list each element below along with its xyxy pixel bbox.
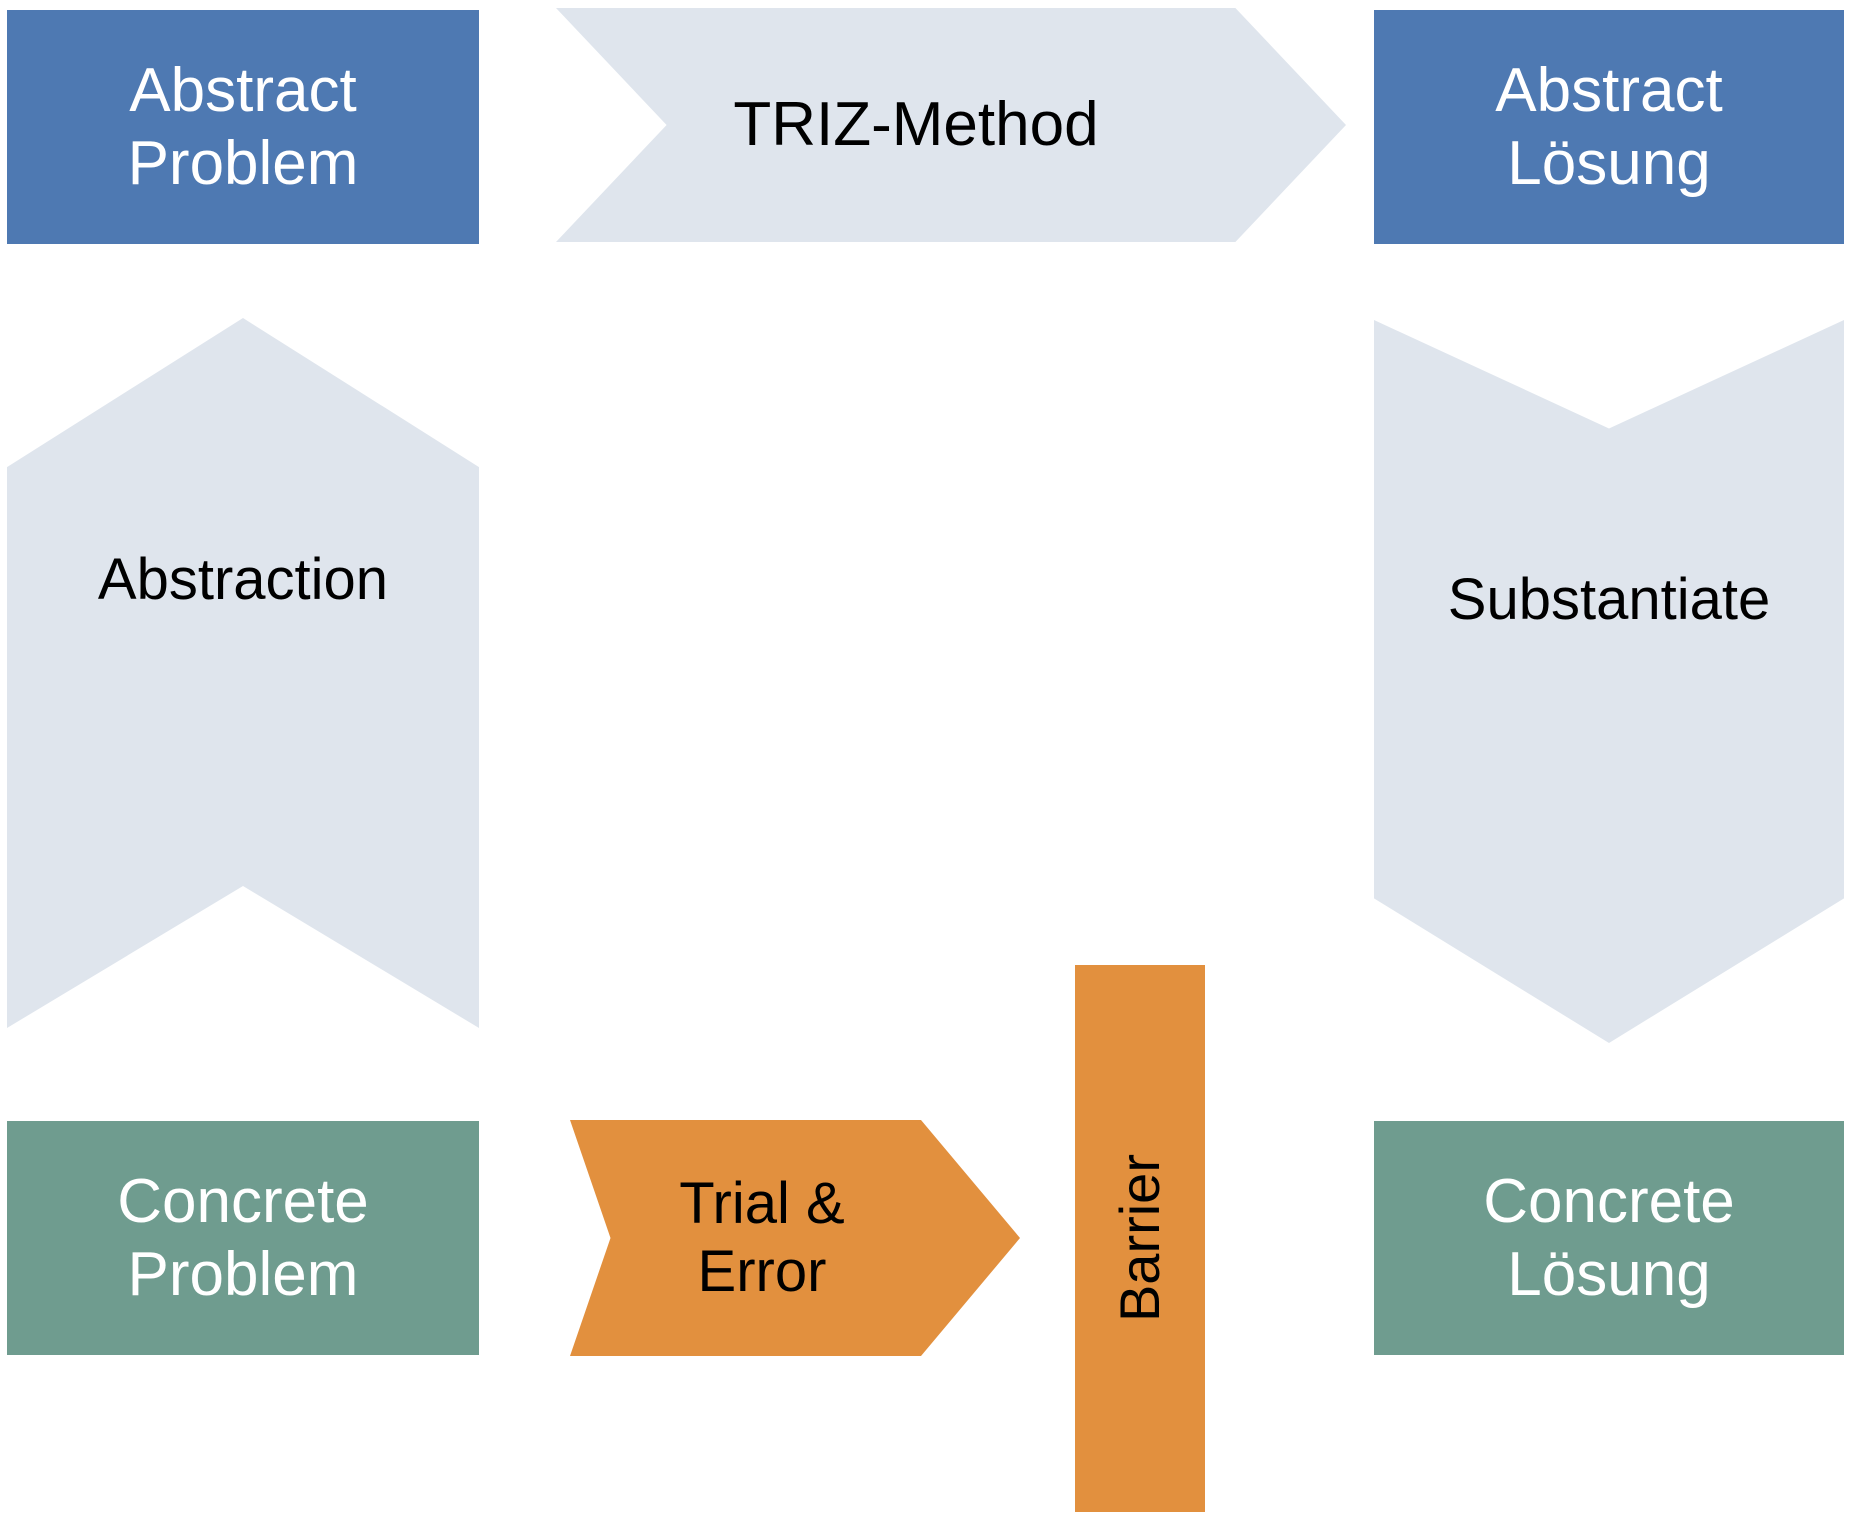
node-concrete-solution[interactable]: Concrete Lösung	[1374, 1121, 1844, 1355]
node-trial-and-error-label: Trial & Error	[679, 1170, 845, 1304]
node-abstract-solution[interactable]: Abstract Lösung	[1374, 10, 1844, 244]
node-abstract-problem-label: Abstract Problem	[127, 55, 359, 198]
node-barrier-label: Barrier	[1107, 1154, 1171, 1323]
node-substantiate-arrow[interactable]: Substantiate	[1374, 320, 1844, 1043]
node-triz-method-label: TRIZ-Method	[733, 90, 1099, 160]
node-trial-and-error[interactable]: Trial & Error	[570, 1120, 1020, 1356]
node-barrier[interactable]: Barrier	[1075, 965, 1205, 1512]
node-abstraction-label: Abstraction	[97, 547, 389, 612]
node-substantiate-label: Substantiate	[1447, 567, 1771, 632]
node-abstraction-arrow[interactable]: Abstraction	[7, 318, 479, 1028]
node-concrete-problem-label: Concrete Problem	[117, 1166, 369, 1309]
node-concrete-solution-label: Concrete Lösung	[1483, 1166, 1735, 1309]
node-triz-method[interactable]: TRIZ-Method	[556, 8, 1346, 242]
node-concrete-problem[interactable]: Concrete Problem	[7, 1121, 479, 1355]
node-abstract-problem[interactable]: Abstract Problem	[7, 10, 479, 244]
node-abstract-solution-label: Abstract Lösung	[1495, 55, 1723, 198]
